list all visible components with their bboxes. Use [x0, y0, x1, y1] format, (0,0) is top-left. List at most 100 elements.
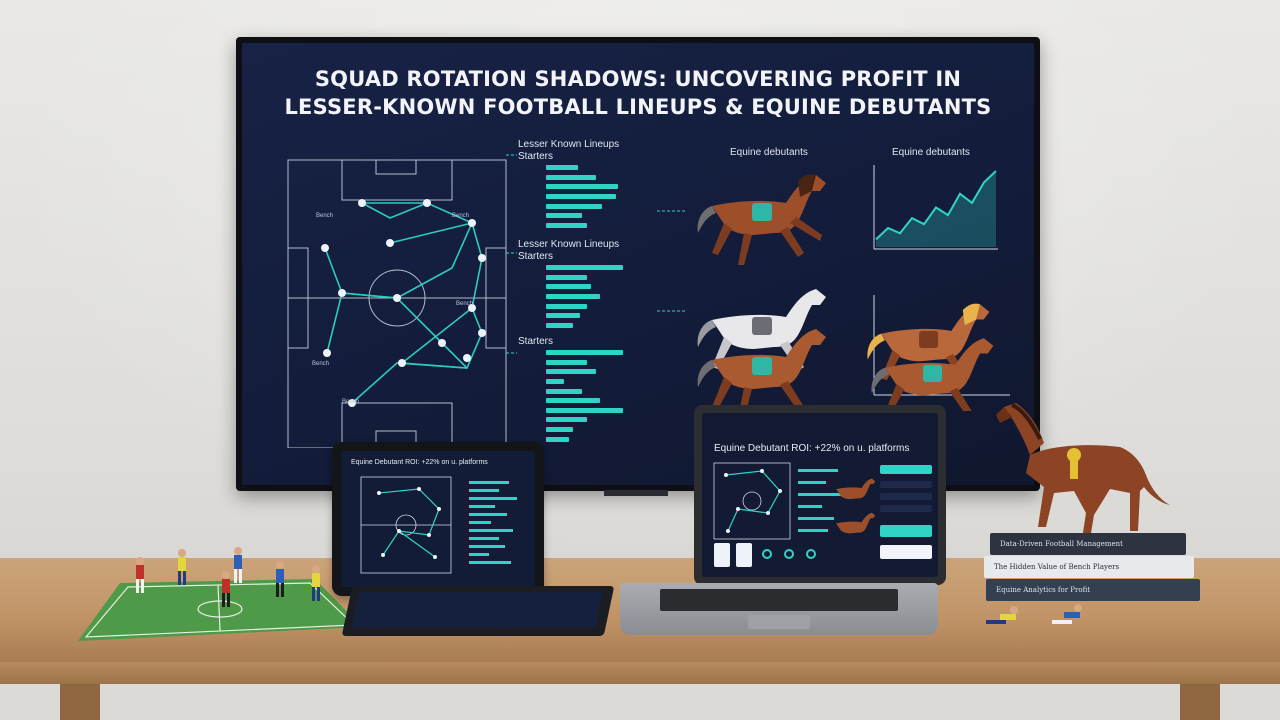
- trend-line: [875, 170, 997, 241]
- player-figurines: [136, 547, 320, 607]
- lineup-bar-row: [518, 292, 668, 302]
- lineup-bar-row: [518, 406, 668, 416]
- lineup-bar-track: [546, 369, 636, 375]
- lineup-bar-track: [546, 322, 636, 328]
- action-button[interactable]: [880, 545, 932, 559]
- lineup-bar-row: [518, 396, 668, 406]
- football-pitch-icon: [287, 159, 507, 448]
- lineup-bar: [546, 427, 573, 433]
- book: The Hidden Value of Bench Players: [984, 556, 1194, 578]
- lineup-bar-track: [546, 398, 636, 404]
- lineup-bar-track: [546, 213, 636, 219]
- status-icon: [806, 549, 816, 559]
- lineup-bar-row: [518, 367, 668, 377]
- desk-leg: [60, 684, 100, 720]
- action-button[interactable]: [880, 525, 932, 537]
- lineup-bar-row: [518, 321, 668, 331]
- lineup-bar-track: [546, 274, 636, 280]
- list-item[interactable]: [880, 505, 932, 512]
- lineup-bar: [546, 222, 587, 228]
- lineup-bar: [546, 379, 564, 385]
- lineup-bar-row: [518, 182, 668, 192]
- lineup-bars: [518, 348, 668, 444]
- lineup-bar-row: [518, 221, 668, 231]
- card-tile[interactable]: [736, 543, 752, 567]
- lineup-bar-row: [518, 415, 668, 425]
- lineup-bar-row: [518, 201, 668, 211]
- lineup-bar: [546, 417, 587, 423]
- laptop-base: [620, 583, 938, 635]
- lineup-bar-row: [518, 377, 668, 387]
- lineup-bar-row: [518, 282, 668, 292]
- equine-chart-heading: Equine debutants: [892, 147, 970, 158]
- book-title: Data-Driven Football Management: [1000, 540, 1123, 548]
- lineup-bar-track: [546, 174, 636, 180]
- lineup-bar-track: [546, 194, 636, 200]
- tablet-device: Equine Debutant ROI: +22% on u. platform…: [332, 442, 544, 596]
- lineup-bar: [546, 388, 582, 394]
- pitch-label: Bench: [452, 213, 470, 219]
- tv-title: SQUAD ROTATION SHADOWS: UNCOVERING PROFI…: [242, 65, 1034, 121]
- laptop-device: Equine Debutant ROI: +22% on u. platform…: [694, 405, 946, 585]
- lineup-bar-track: [546, 265, 636, 271]
- lineup-bar: [546, 369, 596, 375]
- tv-title-line-2: LESSER-KNOWN FOOTBALL LINEUPS & EQUINE D…: [284, 95, 992, 119]
- lineup-bar: [546, 313, 581, 319]
- lineup-bar-row: [518, 163, 668, 173]
- laptop-screen[interactable]: Equine Debutant ROI: +22% on u. platform…: [702, 413, 938, 577]
- lineup-bar: [546, 203, 602, 209]
- football-pitch-icon: [713, 462, 791, 540]
- card-tile[interactable]: [714, 543, 730, 567]
- keyboard[interactable]: [660, 589, 898, 611]
- lineup-bar-track: [546, 184, 636, 190]
- lineup-panel: Lesser Known Lineups Starters: [518, 239, 668, 330]
- lineup-bar: [546, 194, 617, 200]
- status-icon: [784, 549, 794, 559]
- connector-arrows: [506, 154, 687, 354]
- lineup-panel-heading: Lesser Known Lineups: [518, 139, 620, 150]
- lineup-bar-row: [518, 263, 668, 273]
- lineup-bar: [546, 294, 600, 300]
- lineup-panel-subheading: Starters: [518, 336, 554, 347]
- tablet-keyboard-case: [341, 586, 615, 636]
- lineup-bar: [546, 436, 569, 442]
- pitch-label: Bench: [312, 361, 330, 367]
- lineup-bar: [546, 284, 591, 290]
- tv-mount: [604, 490, 668, 496]
- racehorse-icon: [836, 478, 876, 534]
- lineup-bar: [546, 350, 623, 356]
- tablet-screen[interactable]: Equine Debutant ROI: +22% on u. platform…: [341, 451, 535, 587]
- lineup-bar-row: [518, 273, 668, 283]
- lineup-bar-track: [546, 313, 636, 319]
- lineup-bar: [546, 322, 573, 328]
- trackpad[interactable]: [748, 615, 810, 629]
- racehorse-icon: [697, 174, 826, 265]
- lineup-bar-row: [518, 311, 668, 321]
- lineup-bar-track: [546, 303, 636, 309]
- lineup-bar: [546, 398, 600, 404]
- tablet-second-screen: [351, 592, 604, 628]
- lineup-bar: [546, 274, 587, 280]
- laptop-title: Equine Debutant ROI: +22% on u. platform…: [714, 443, 910, 454]
- lineup-bar-track: [546, 284, 636, 290]
- lineup-panel-subheading: Starters: [518, 151, 554, 162]
- action-button[interactable]: [880, 465, 932, 474]
- status-icon: [762, 549, 772, 559]
- football-pitch-icon: [360, 476, 452, 574]
- lineup-bars: [518, 263, 668, 330]
- lineup-bar-row: [518, 434, 668, 444]
- list-item[interactable]: [880, 493, 932, 500]
- lineup-bar-track: [546, 388, 636, 394]
- trend-chart-icon: [873, 165, 998, 250]
- lineup-bar-track: [546, 203, 636, 209]
- floor: [0, 684, 1280, 720]
- book-title: Equine Analytics for Profit: [996, 586, 1091, 594]
- lineup-bar-track: [546, 165, 636, 171]
- lineup-bars: [798, 469, 842, 532]
- book-title: The Hidden Value of Bench Players: [994, 563, 1120, 571]
- lineup-bar-track: [546, 350, 636, 356]
- list-item[interactable]: [880, 481, 932, 488]
- desk-edge: [0, 662, 1280, 684]
- lineup-bar-track: [546, 359, 636, 365]
- pitch-label: Bench: [456, 301, 474, 307]
